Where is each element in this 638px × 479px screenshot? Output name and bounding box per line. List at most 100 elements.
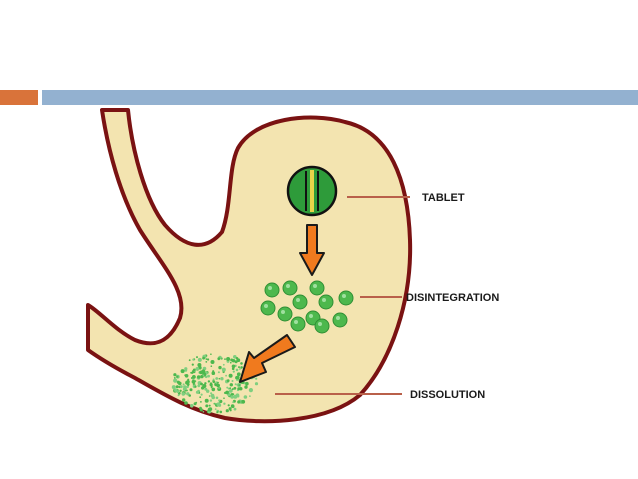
orange-accent-bar	[0, 90, 38, 105]
dissolved-particle	[192, 358, 195, 361]
dissolved-particle	[220, 377, 224, 381]
dissolved-particle	[229, 387, 232, 390]
dissolved-particle	[216, 411, 219, 414]
dissolved-particle	[236, 372, 241, 377]
dissolved-particle	[173, 377, 176, 379]
dissolved-particle	[210, 365, 213, 368]
dissolved-particle	[230, 404, 235, 408]
dissolved-particle	[189, 388, 193, 392]
dissolved-particle	[224, 358, 226, 360]
dissolved-particle	[200, 401, 202, 403]
dissolved-particle	[233, 386, 237, 390]
dissolved-particle	[226, 379, 230, 383]
dissolved-particle	[207, 358, 210, 361]
dissolved-particle	[231, 364, 236, 369]
dissolved-particle	[231, 388, 234, 391]
dissolved-particle	[193, 402, 197, 406]
dissolved-particle	[212, 378, 215, 381]
granule-highlight	[313, 284, 317, 288]
dissolved-particle	[205, 358, 208, 360]
granule-highlight	[342, 294, 346, 298]
dissolved-particle	[211, 371, 216, 376]
dissolved-particle	[205, 404, 209, 408]
dissolved-particle	[217, 371, 220, 374]
dissolved-particle	[179, 389, 182, 392]
dissolved-particle	[226, 386, 229, 389]
dissolved-particle	[228, 407, 232, 411]
granule	[290, 316, 306, 332]
granule-highlight	[264, 304, 268, 308]
dissolved-particle	[244, 385, 248, 389]
dissolved-particle	[182, 398, 186, 402]
dissolved-particle	[222, 363, 225, 366]
dissolved-particle	[254, 382, 259, 386]
dissolved-particle	[241, 399, 246, 404]
dissolved-particle	[191, 379, 196, 384]
dissolved-particle	[190, 371, 193, 374]
dissolved-particle	[190, 404, 194, 408]
dissolved-particle	[202, 366, 207, 371]
dissolved-particle	[194, 385, 197, 388]
dissolved-particle	[186, 383, 190, 386]
dissolved-particle	[197, 384, 201, 388]
granule-highlight	[318, 322, 322, 326]
dissolved-particle	[182, 383, 185, 386]
dissolved-particle	[238, 366, 240, 369]
granule-highlight	[296, 298, 300, 302]
dissolved-particle	[235, 393, 240, 398]
dissolved-particle	[186, 380, 190, 384]
dissolved-particle	[207, 407, 212, 412]
dissolved-particle	[199, 406, 202, 410]
dissolved-particle	[218, 399, 221, 402]
dissolved-particle	[235, 368, 239, 372]
dissolution-cloud	[171, 353, 259, 414]
dissolved-particle	[200, 393, 203, 396]
granule	[332, 312, 348, 328]
dissolved-particle	[210, 360, 215, 364]
dissolved-particle	[188, 359, 191, 362]
dissolved-particle	[201, 369, 206, 374]
dissolved-particle	[196, 356, 198, 359]
dissolved-particle	[175, 385, 179, 389]
dissolved-particle	[171, 385, 176, 390]
dissolved-particle	[180, 369, 185, 374]
dissolved-particle	[195, 390, 200, 394]
dissolved-particle	[204, 382, 207, 385]
dissolved-particle	[219, 410, 223, 414]
dissolved-particle	[221, 367, 226, 372]
dissolved-particle	[249, 395, 251, 397]
dissolved-particle	[248, 388, 253, 393]
dissolved-particle	[245, 381, 249, 386]
dissolved-particle	[240, 362, 243, 365]
dissolved-particle	[183, 385, 187, 389]
dissolved-particle	[225, 390, 229, 395]
dissolved-particle	[197, 357, 202, 362]
dissolved-particle	[191, 363, 194, 366]
granule	[318, 294, 334, 310]
dissolved-particle	[208, 404, 211, 407]
dissolved-particle	[173, 373, 177, 377]
dissolved-particle	[176, 375, 179, 378]
disintegration-granules	[260, 280, 354, 334]
granule-highlight	[309, 314, 313, 318]
dissolved-particle	[204, 398, 209, 403]
dissolved-particle	[240, 366, 243, 369]
dissolved-particle	[218, 387, 220, 389]
dissolved-particle	[218, 365, 222, 370]
dissolved-particle	[205, 361, 208, 363]
diagonal-arrow-icon	[239, 334, 296, 383]
dissolved-particle	[200, 382, 203, 386]
dissolution-label: DISSOLUTION	[410, 389, 485, 401]
granule	[264, 282, 280, 298]
dissolved-particle	[210, 353, 212, 356]
dissolved-particle	[181, 392, 186, 396]
dissolved-particle	[202, 411, 205, 413]
dissolved-particle	[233, 407, 237, 411]
dissolved-particle	[215, 396, 219, 400]
dissolved-particle	[225, 409, 229, 413]
dissolved-particle	[176, 380, 180, 384]
dissolved-particle	[218, 377, 221, 380]
dissolved-particle	[192, 375, 196, 379]
granule-highlight	[286, 284, 290, 288]
granule-highlight	[322, 298, 326, 302]
